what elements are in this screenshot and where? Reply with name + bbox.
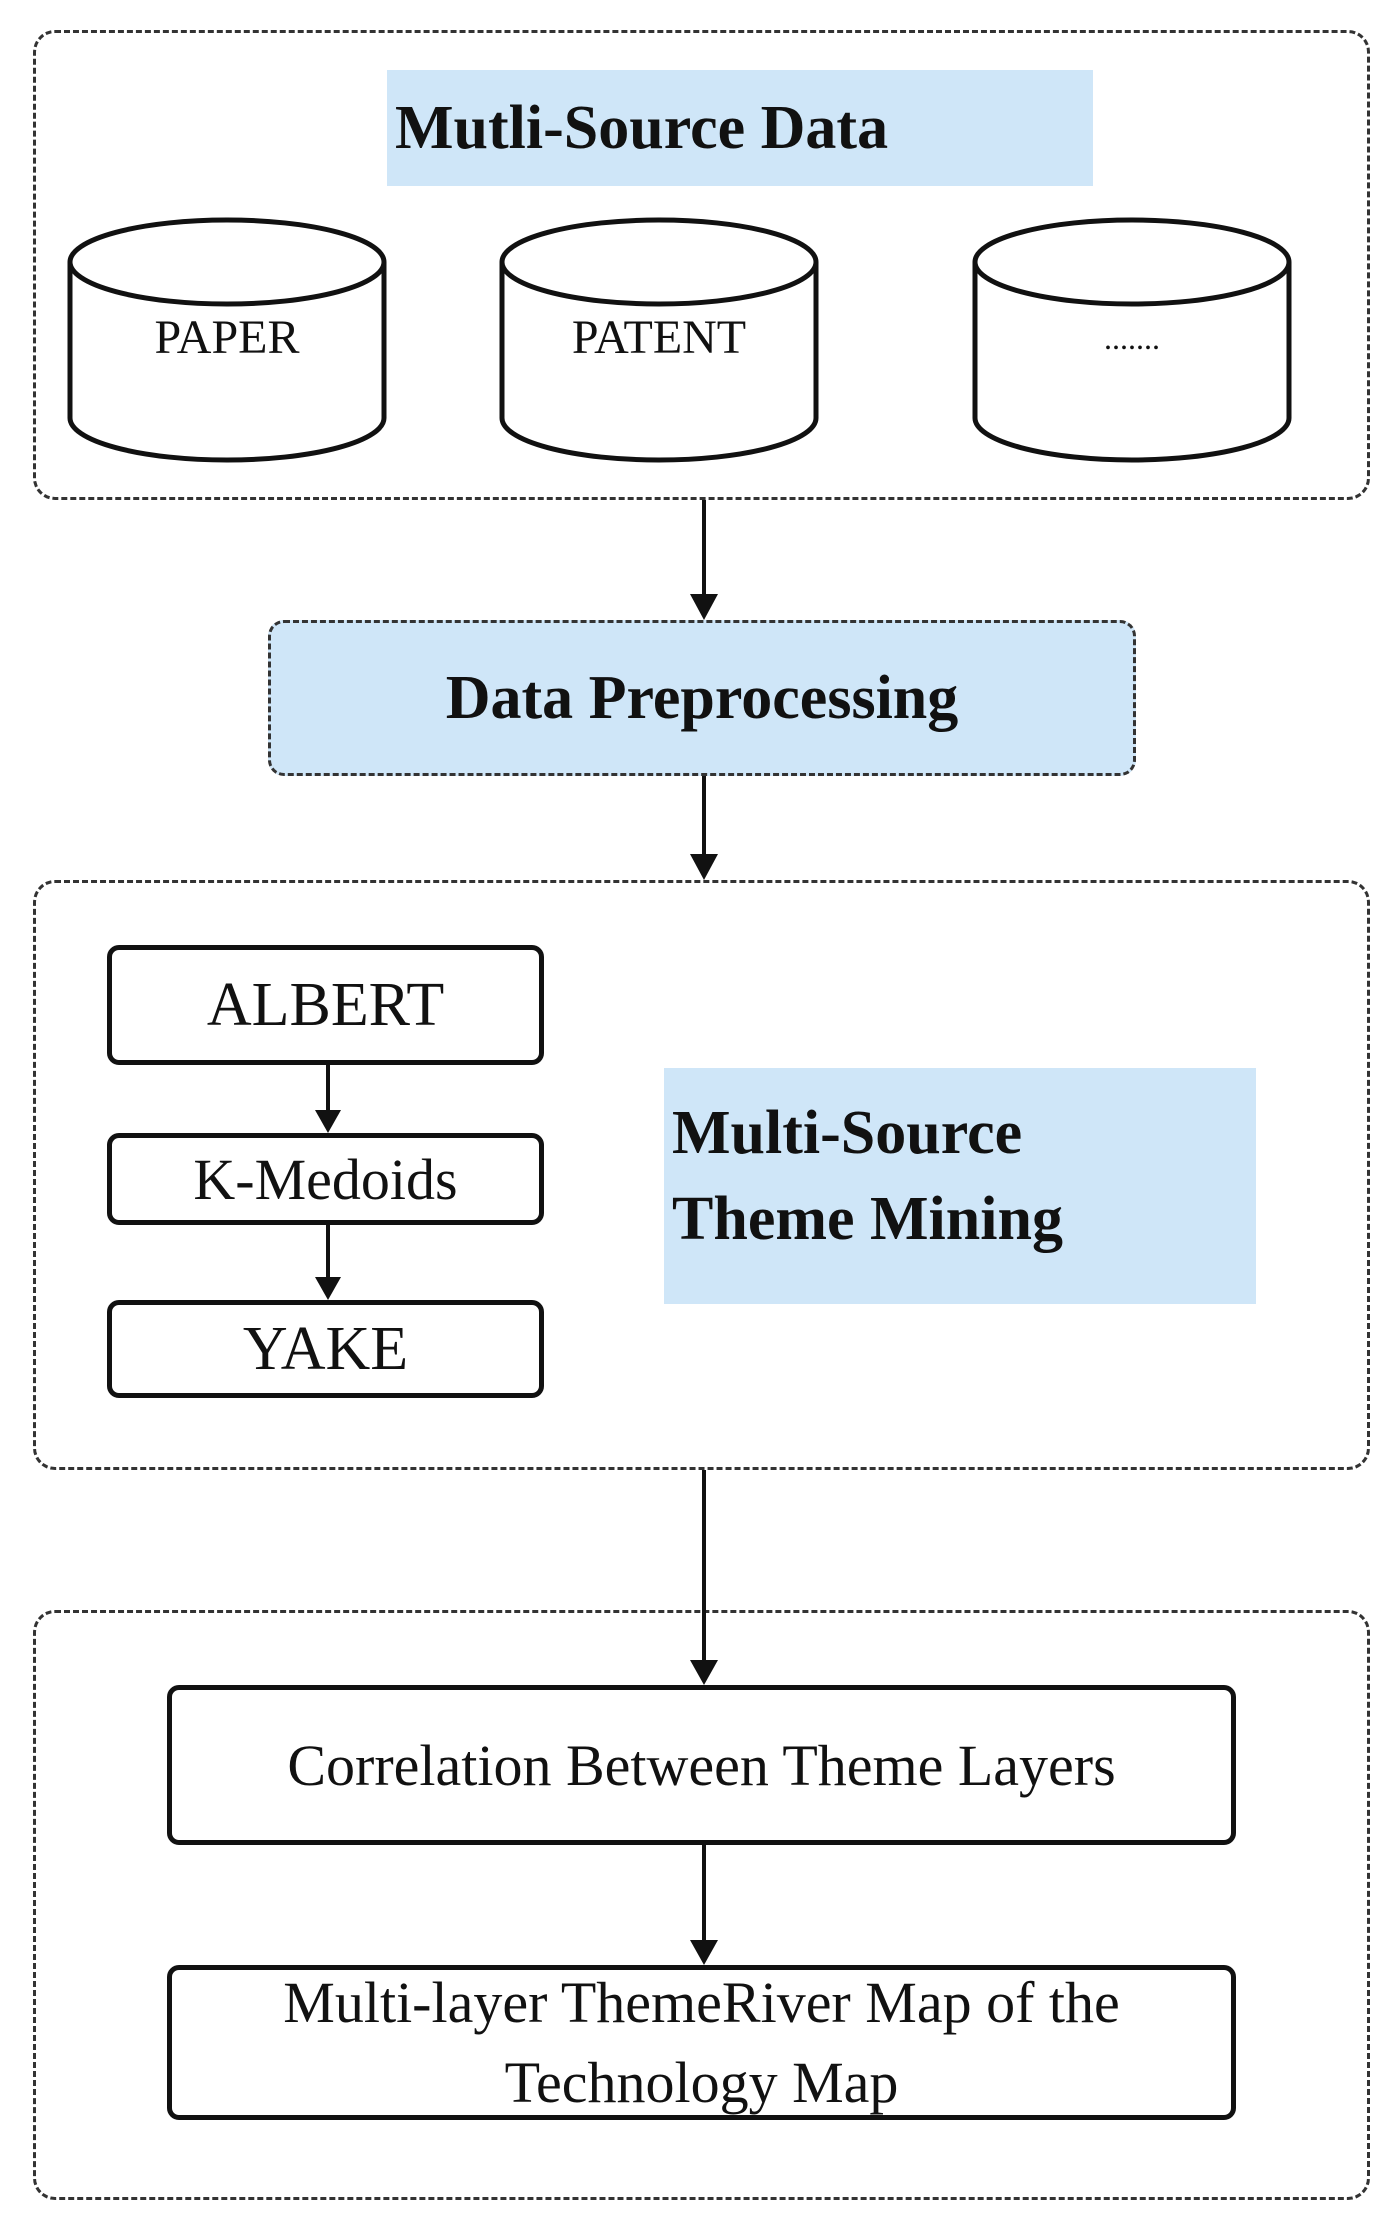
database-cylinder-more — [972, 217, 1292, 463]
arrowhead-5 — [690, 1660, 718, 1685]
data-preprocessing-box: Data Preprocessing — [268, 620, 1136, 776]
correlation-box: Correlation Between Theme Layers — [167, 1685, 1236, 1845]
albert-step: ALBERT — [107, 945, 544, 1065]
output-group — [33, 1610, 1370, 2200]
database-label-paper: PAPER — [154, 311, 300, 364]
database-cylinder-patent — [499, 217, 819, 463]
yake-step: YAKE — [107, 1300, 544, 1398]
database-label-patent: PATENT — [571, 311, 747, 364]
multi-source-data-group — [33, 30, 1370, 500]
arrowhead-1 — [690, 594, 718, 620]
database-cylinder-paper — [67, 217, 387, 463]
theme-mining-group — [33, 880, 1370, 1470]
arrowhead-4 — [315, 1277, 341, 1300]
correlation-label: Correlation Between Theme Layers — [287, 1732, 1116, 1798]
k-medoids-label: K-Medoids — [193, 1146, 458, 1212]
albert-label: ALBERT — [206, 970, 445, 1039]
theme-mining-title-line1: Multi-Source — [672, 1099, 1023, 1167]
theme-mining-title-line2: Theme Mining — [672, 1185, 1063, 1253]
arrowhead-3 — [315, 1110, 341, 1133]
database-label-more: ....... — [1104, 320, 1160, 356]
yake-label: YAKE — [242, 1314, 409, 1383]
arrowhead-6 — [690, 1940, 718, 1965]
themeriver-map-label-line1: Multi-layer ThemeRiver Map of the — [283, 1969, 1120, 2035]
themeriver-map-box: Multi-layer ThemeRiver Map of the Techno… — [167, 1965, 1236, 2120]
arrowhead-2 — [690, 854, 718, 880]
multi-source-data-title: Mutli-Source Data — [387, 70, 1093, 186]
data-preprocessing-label: Data Preprocessing — [445, 663, 959, 732]
k-medoids-step: K-Medoids — [107, 1133, 544, 1225]
themeriver-map-label-line2: Technology Map — [504, 2049, 899, 2115]
theme-mining-title: Multi-Source Theme Mining — [664, 1068, 1256, 1304]
